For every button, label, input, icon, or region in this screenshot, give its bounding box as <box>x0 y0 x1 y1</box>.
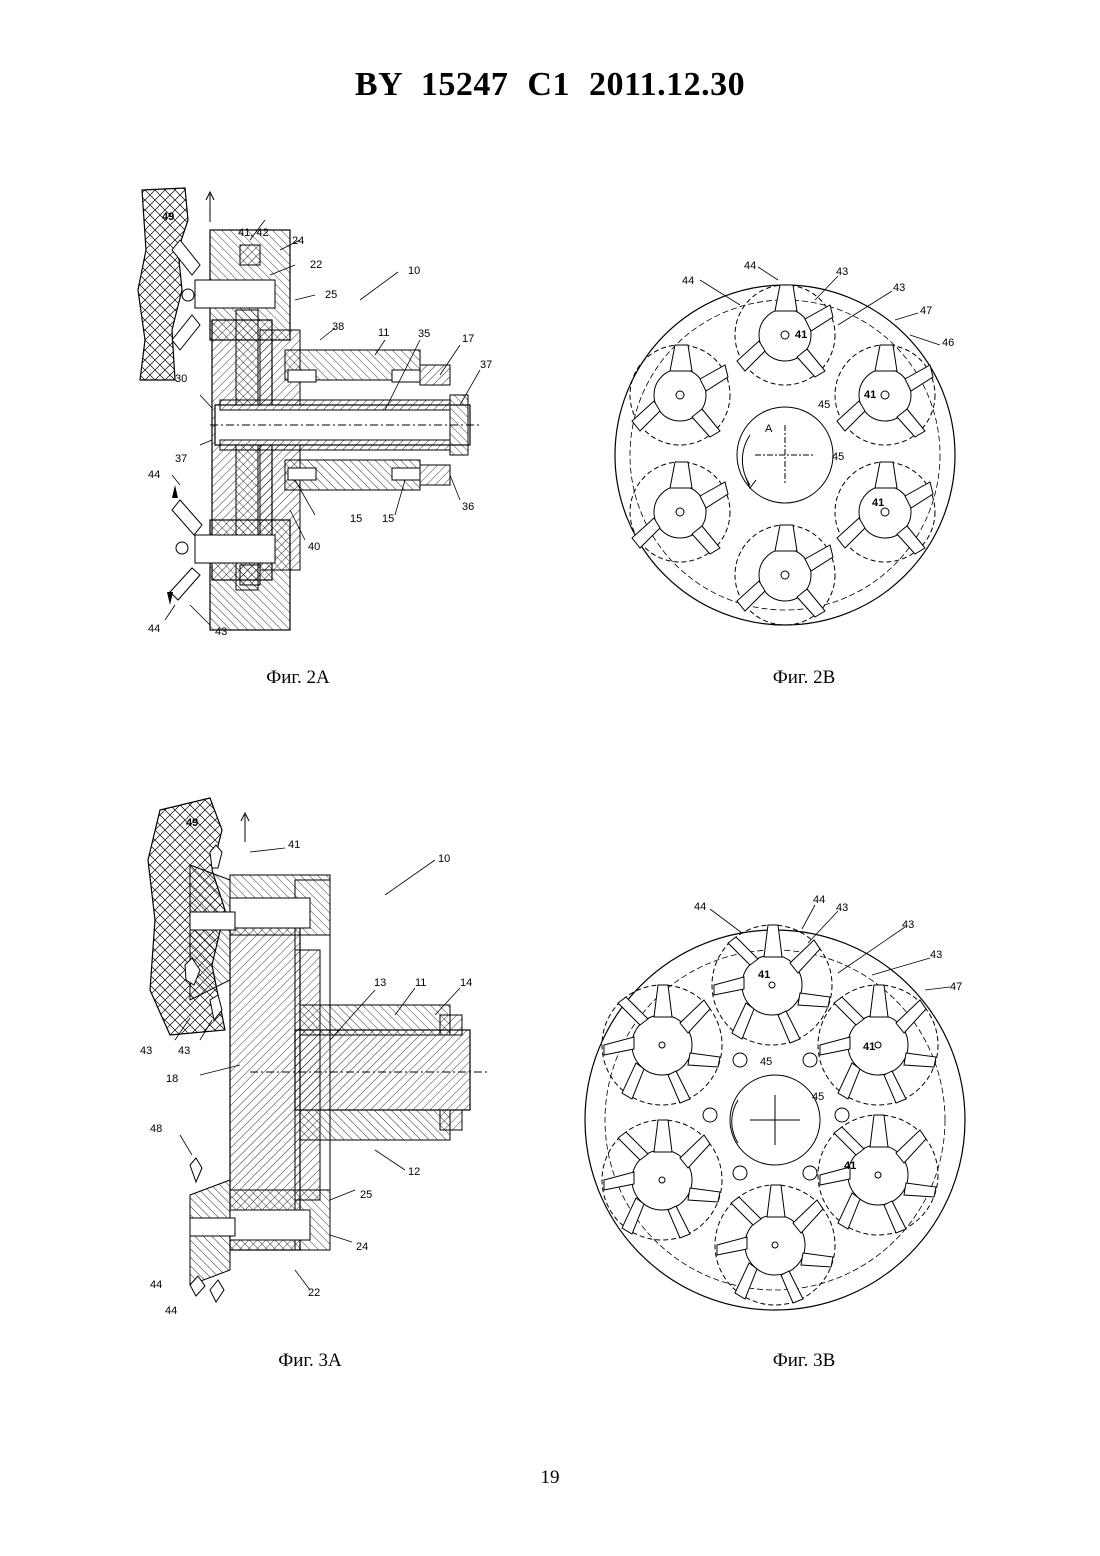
label-14: 14 <box>460 977 472 989</box>
document-header: BY 15247 C1 2011.12.30 <box>0 66 1100 104</box>
label-35: 35 <box>418 328 430 340</box>
label-43: 43 <box>215 626 227 638</box>
label-47: 47 <box>950 981 962 993</box>
label-49: 49 <box>162 211 174 223</box>
figure-3b-caption: Фиг. 3В <box>704 1350 904 1372</box>
label-43-b: 43 <box>178 1045 190 1057</box>
label-43-a: 43 <box>140 1045 152 1057</box>
label-44-a: 44 <box>694 901 706 913</box>
label-44-b: 44 <box>165 1305 177 1317</box>
label-43-c: 43 <box>930 949 942 961</box>
label-44-lower: 44 <box>148 623 160 635</box>
label-41-right: 41 <box>864 389 876 401</box>
label-44-b: 44 <box>813 895 825 906</box>
label-41-bottom: 41 <box>872 497 884 509</box>
label-43-a: 43 <box>836 902 848 914</box>
label-37-left: 37 <box>175 453 187 465</box>
label-43-b: 43 <box>893 282 905 294</box>
label-A: A <box>765 423 773 435</box>
label-13: 13 <box>374 977 386 989</box>
label-22: 22 <box>308 1287 320 1299</box>
label-41-42: 41, 42 <box>238 227 269 239</box>
label-38: 38 <box>332 321 344 333</box>
label-45-b: 45 <box>812 1091 824 1103</box>
label-43-a: 43 <box>836 266 848 278</box>
label-11: 11 <box>378 327 389 339</box>
label-48: 48 <box>150 1123 162 1135</box>
label-41-lower-right: 41 <box>844 1160 856 1172</box>
label-45-b: 45 <box>832 451 844 463</box>
label-15-a: 15 <box>350 513 362 525</box>
label-11: 11 <box>415 977 426 989</box>
label-25: 25 <box>360 1189 372 1201</box>
figure-3a-caption: Фиг. 3А <box>210 1350 410 1372</box>
label-12: 12 <box>408 1166 420 1178</box>
figure-2b-drawing: 44 44 43 43 47 46 41 41 45 A 45 41 <box>610 250 970 640</box>
label-41-top: 41 <box>795 329 807 341</box>
label-44-a: 44 <box>150 1279 162 1291</box>
label-45-a: 45 <box>760 1056 772 1068</box>
label-25: 25 <box>325 289 337 301</box>
figure-2a-drawing: 49 41, 42 24 22 25 10 38 11 35 17 37 30 … <box>120 180 500 650</box>
label-45-a: 45 <box>818 399 830 411</box>
label-24: 24 <box>292 235 304 247</box>
label-40: 40 <box>308 541 320 553</box>
label-24: 24 <box>356 1241 368 1253</box>
figure-2b-caption: Фиг. 2В <box>704 667 904 689</box>
label-44-a: 44 <box>682 275 694 287</box>
label-10: 10 <box>408 265 420 277</box>
label-46: 46 <box>942 337 954 349</box>
figure-3a-drawing: 49 41 10 13 11 14 43 43 18 48 12 25 24 4… <box>130 790 500 1330</box>
label-36: 36 <box>462 501 474 513</box>
label-41: 41 <box>288 839 300 851</box>
label-47: 47 <box>920 305 932 317</box>
figure-2a-caption: Фиг. 2А <box>198 667 398 689</box>
label-44-upper: 44 <box>148 469 160 481</box>
label-49: 49 <box>186 817 198 829</box>
label-43-b: 43 <box>902 919 914 931</box>
label-15-b: 15 <box>382 513 394 525</box>
label-22: 22 <box>310 259 322 271</box>
label-30: 30 <box>175 373 187 385</box>
figure-3b-drawing: 44 44 43 43 43 47 41 45 41 45 41 <box>580 895 970 1320</box>
label-17: 17 <box>462 333 474 345</box>
label-10: 10 <box>438 853 450 865</box>
label-44-b: 44 <box>744 260 756 272</box>
label-37-top: 37 <box>480 359 492 371</box>
page-number: 19 <box>0 1467 1100 1489</box>
label-41-right: 41 <box>863 1041 875 1053</box>
label-41-top: 41 <box>758 969 770 981</box>
label-18: 18 <box>166 1073 178 1085</box>
